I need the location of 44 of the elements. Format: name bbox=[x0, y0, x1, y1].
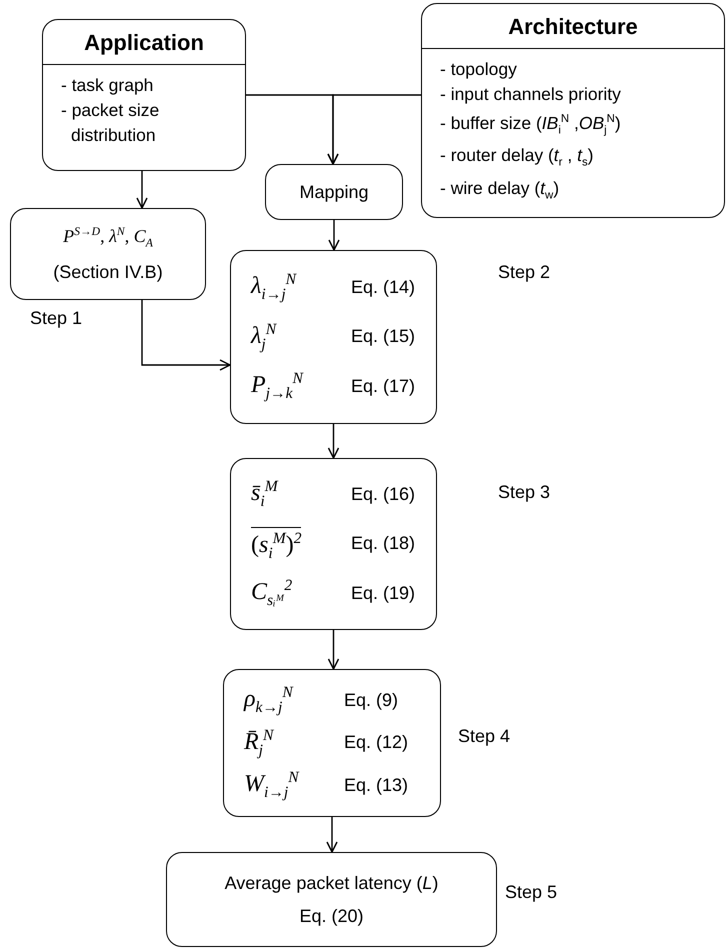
arrow bbox=[327, 94, 421, 165]
equation-box bbox=[230, 458, 437, 630]
step-label: Step 5 bbox=[505, 882, 558, 903]
step-label: Step 2 bbox=[498, 262, 550, 283]
box-heading: Application bbox=[43, 20, 245, 65]
list-item: - wire delay (t$_{w}$) bbox=[440, 176, 560, 204]
list-item: - buffer size (IB$_{i}$$^{N}$ ,OB$_{j}$$^{N}$) bbox=[440, 112, 622, 138]
arrow bbox=[141, 300, 231, 371]
list-item: - packet size distribution bbox=[61, 99, 160, 147]
arrow bbox=[326, 817, 338, 853]
arrow bbox=[136, 171, 148, 209]
equation-reference: Eq. (9) bbox=[344, 690, 400, 711]
step-label: Step 1 bbox=[30, 308, 82, 329]
process-box bbox=[10, 208, 206, 300]
box-text: Eq. (20) bbox=[299, 906, 364, 926]
arrow bbox=[328, 630, 340, 670]
equation-reference: Eq. (14) bbox=[351, 277, 416, 298]
equation-reference: Eq. (12) bbox=[344, 732, 410, 754]
math-expression: P$^{S→D}$, λ$^{N}$, C$_{A}$ bbox=[63, 225, 153, 250]
box-text: Average packet latency (L) bbox=[224, 872, 438, 894]
list-item: - task graph bbox=[61, 74, 154, 97]
step-label: Step 3 bbox=[498, 482, 550, 503]
arrow bbox=[328, 220, 340, 251]
equation-reference: Eq. (18) bbox=[351, 533, 416, 554]
arrow bbox=[328, 424, 340, 459]
equation-reference: Eq. (13) bbox=[344, 775, 410, 796]
equation-box bbox=[223, 669, 441, 817]
list-item: - input channels priority bbox=[440, 83, 622, 106]
equation-reference: Eq. (15) bbox=[351, 326, 416, 348]
module-box bbox=[421, 3, 725, 218]
process-box bbox=[166, 852, 497, 947]
equation-reference: Eq. (17) bbox=[351, 376, 416, 397]
box-text: (Section IV.B) bbox=[53, 262, 163, 283]
box-heading: Architecture bbox=[422, 4, 724, 49]
equation-reference: Eq. (16) bbox=[351, 484, 416, 506]
equation-reference: Eq. (19) bbox=[351, 582, 416, 604]
box-text: Mapping bbox=[299, 182, 369, 202]
list-item: - topology bbox=[440, 58, 518, 81]
process-box bbox=[265, 164, 403, 220]
math-expression: (s$_{i}$$^{M}$)$^{2}$ bbox=[251, 526, 302, 562]
step-label: Step 4 bbox=[458, 726, 510, 747]
module-box bbox=[42, 19, 246, 171]
list-item: - router delay (t$_{r}$ , t$_{s}$) bbox=[440, 144, 594, 171]
equation-box bbox=[230, 250, 437, 424]
